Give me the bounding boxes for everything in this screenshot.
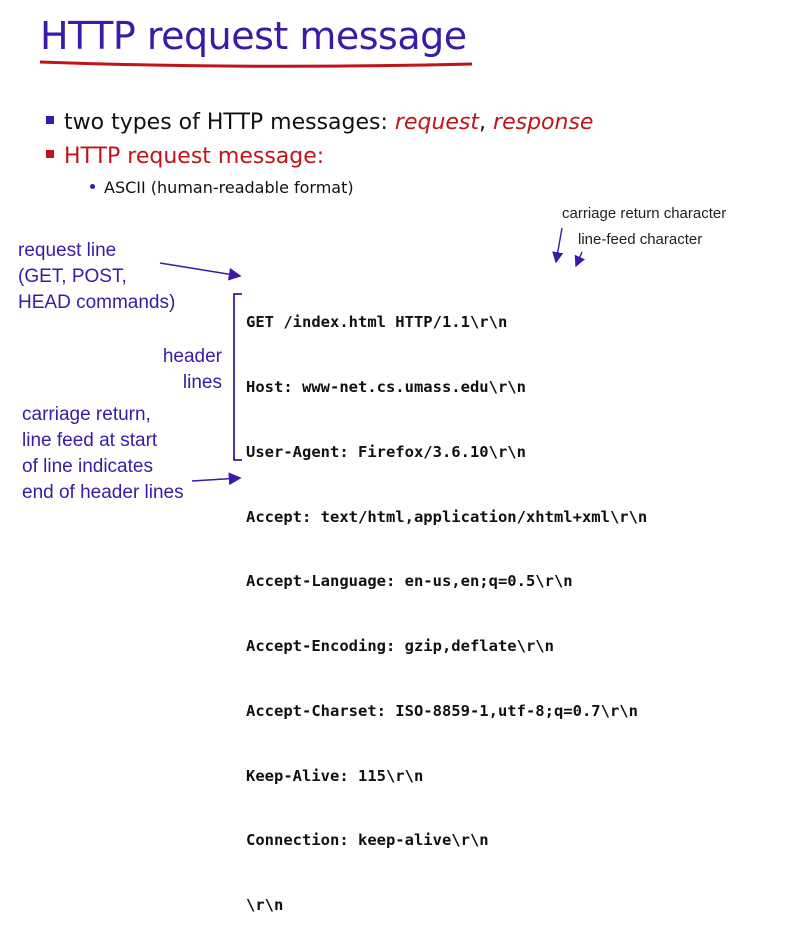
bullet-text: HTTP request message:	[64, 144, 325, 169]
separator: ,	[479, 110, 494, 135]
request-term: request	[394, 110, 480, 135]
bullet-message-types: two types of HTTP messages: request, res…	[46, 110, 593, 135]
header-line-accept-encoding: Accept-Encoding: gzip,deflate\r\n	[246, 637, 554, 656]
label-line: header	[162, 346, 222, 367]
square-bullet-icon	[46, 150, 54, 158]
label-line: of line indicates	[22, 456, 153, 477]
header-line-accept-language: Accept-Language: en-us,en;q=0.5\r\n	[246, 572, 573, 591]
request-line: GET /index.html HTTP/1.1\r\n	[246, 313, 508, 332]
dot-bullet-icon	[90, 184, 95, 189]
request-line-label: request line (GET, POST, HEAD commands)	[18, 238, 175, 316]
square-bullet-icon	[46, 116, 54, 124]
lf-char-arrow	[574, 251, 586, 268]
cr-char-arrow	[552, 227, 564, 264]
label-line: line feed at start	[22, 430, 158, 451]
label-line: HEAD commands)	[18, 292, 176, 313]
title-underline	[39, 60, 473, 68]
lf-char-label: line-feed character	[578, 231, 703, 248]
header-lines-label: header lines	[140, 344, 222, 396]
request-line-arrow	[159, 262, 242, 281]
response-term: response	[493, 110, 594, 135]
cr-char-label: carriage return character	[562, 205, 727, 222]
page-title: HTTP request message	[40, 14, 467, 58]
end-of-headers-line: \r\n	[246, 896, 284, 915]
label-line: end of header lines	[22, 482, 184, 503]
label-line: request line	[18, 240, 117, 261]
bullet-request-message: HTTP request message:	[46, 144, 324, 169]
header-line-accept-charset: Accept-Charset: ISO-8859-1,utf-8;q=0.7\r…	[246, 701, 638, 720]
label-line: (GET, POST,	[18, 266, 127, 287]
end-headers-arrow	[191, 472, 242, 486]
header-line-accept: Accept: text/html,application/xhtml+xml\…	[246, 507, 648, 526]
bullet-text: two types of HTTP messages:	[64, 110, 395, 135]
sub-bullet-ascii: ASCII (human-readable format)	[90, 178, 354, 197]
sub-bullet-text: ASCII (human-readable format)	[104, 178, 354, 197]
end-headers-label: carriage return, line feed at start of l…	[22, 402, 184, 506]
label-line: carriage return,	[22, 404, 151, 425]
header-lines-bracket	[233, 293, 242, 461]
header-line-connection: Connection: keep-alive\r\n	[246, 831, 489, 850]
label-line: lines	[182, 372, 222, 393]
header-line-host: Host: www-net.cs.umass.edu\r\n	[246, 377, 526, 396]
header-line-user-agent: User-Agent: Firefox/3.6.10\r\n	[246, 442, 526, 461]
annotation-arrows	[159, 227, 586, 486]
header-line-keep-alive: Keep-Alive: 115\r\n	[246, 766, 424, 785]
